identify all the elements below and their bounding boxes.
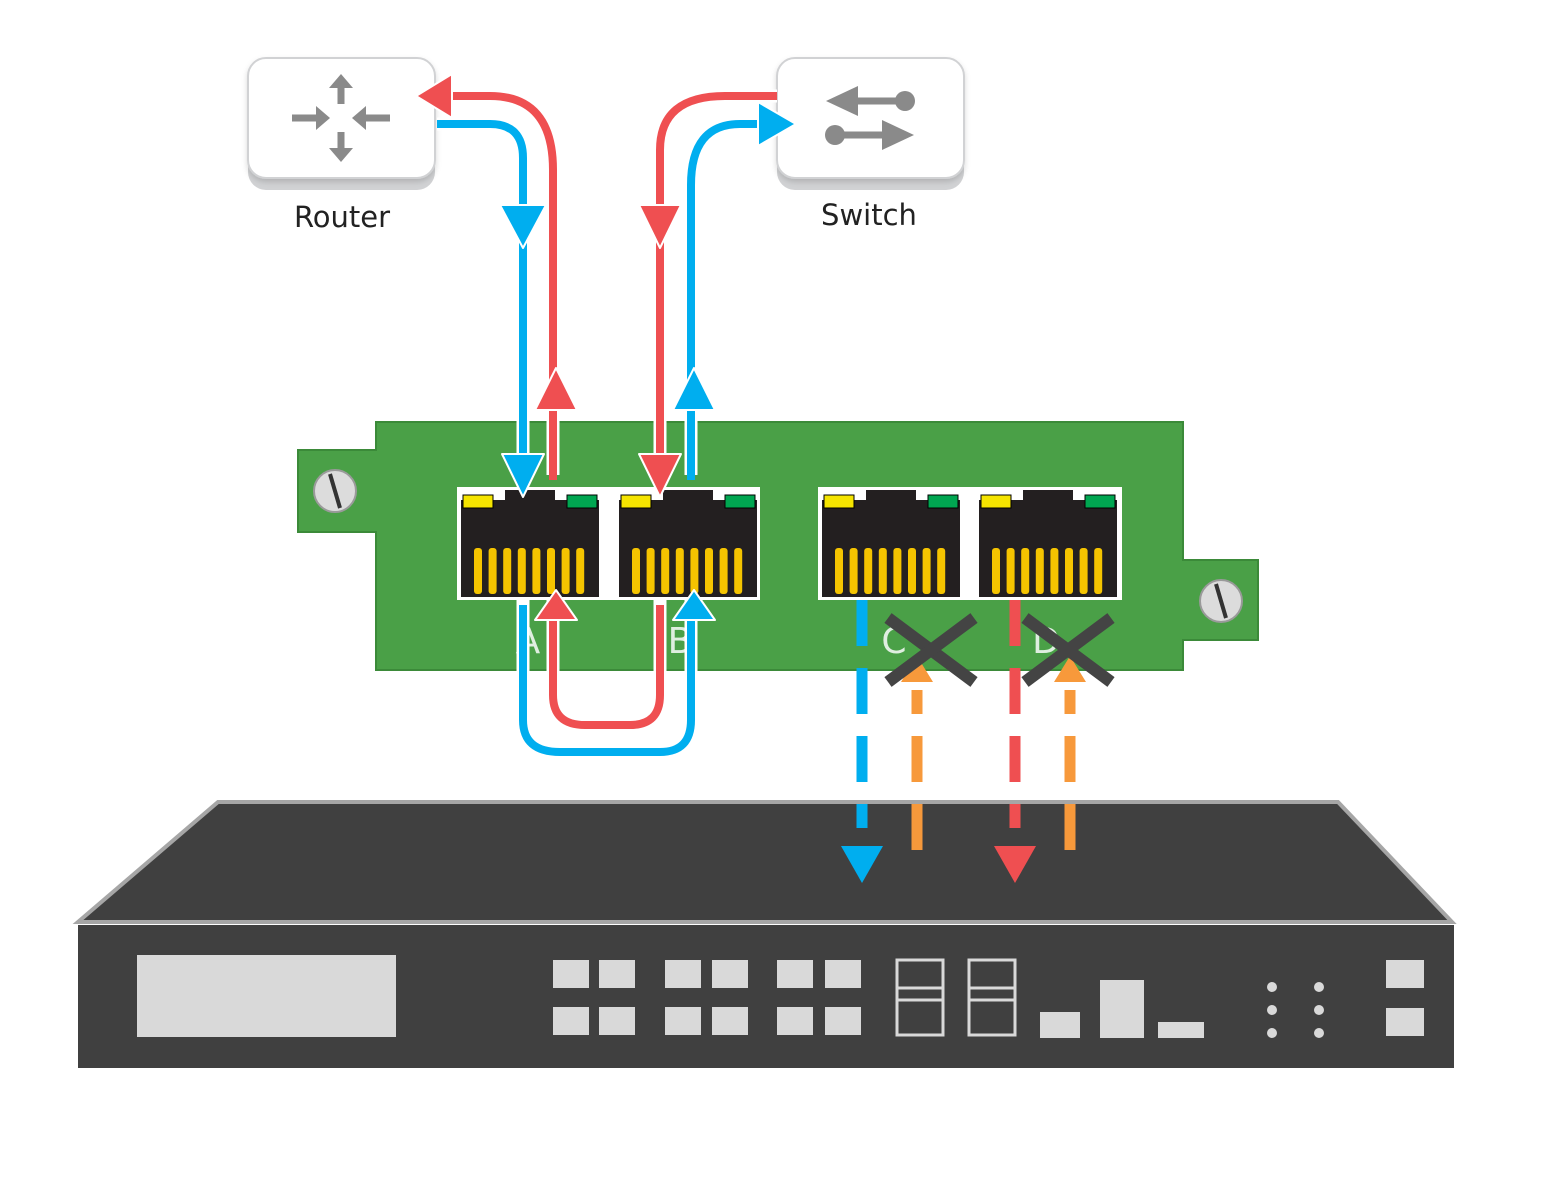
port-pin — [576, 548, 585, 594]
port-pin — [937, 548, 946, 594]
port-pin — [992, 548, 1000, 594]
port-pin — [488, 548, 497, 594]
link-led — [980, 494, 1012, 509]
blocked-cross-c — [884, 613, 978, 687]
orange-up-arrowhead-d — [1054, 656, 1086, 682]
rj45-port-a — [461, 490, 599, 597]
port-pin — [661, 548, 670, 594]
port-pin — [561, 548, 570, 594]
activity-led — [927, 494, 959, 509]
switch-label: Switch — [821, 198, 917, 232]
port-pin — [719, 548, 728, 594]
port-pin — [893, 548, 902, 594]
blue-down-arrowhead — [841, 846, 883, 883]
port-pin — [1094, 548, 1103, 594]
link-led — [823, 494, 855, 509]
bypass-card: A B C D — [297, 421, 1259, 671]
port-pin — [705, 548, 713, 594]
appliance-paths — [841, 600, 1086, 883]
appliance-top — [72, 800, 1457, 924]
appliance-port-grid — [553, 960, 1424, 1038]
red-traffic-path — [446, 92, 777, 729]
port-pin — [864, 548, 873, 594]
rj45-port-c — [822, 490, 960, 597]
switch-icon — [825, 86, 915, 150]
blue-traffic-path — [437, 120, 770, 756]
router-icon — [292, 74, 390, 162]
port-pin — [1006, 548, 1015, 594]
blue-arrowheads — [499, 101, 797, 621]
orange-up-arrowhead-c — [901, 656, 933, 682]
red-down-arrowhead — [994, 846, 1036, 883]
link-led — [620, 494, 652, 509]
traffic-paths — [415, 73, 797, 759]
port-pin — [734, 548, 743, 594]
port-pin — [503, 548, 512, 594]
port-pin — [835, 548, 843, 594]
screw-right — [1199, 579, 1243, 623]
port-pin — [922, 548, 931, 594]
port-pin — [646, 548, 655, 594]
port-pin — [690, 548, 699, 594]
appliance-display — [137, 955, 396, 1037]
router-device: Router — [247, 57, 436, 234]
port-pin — [474, 548, 482, 594]
switch-device: Switch — [776, 57, 965, 232]
port-pin — [632, 548, 640, 594]
activity-led — [724, 494, 756, 509]
network-appliance — [72, 800, 1457, 1068]
port-pin — [908, 548, 916, 594]
rj45-port-b — [619, 490, 757, 597]
activity-led — [566, 494, 598, 509]
port-pin — [878, 548, 887, 594]
port-pin — [1079, 548, 1088, 594]
activity-led — [1084, 494, 1116, 509]
port-pin — [849, 548, 858, 594]
port-pin — [1065, 548, 1073, 594]
router-label: Router — [294, 200, 390, 234]
port-pin — [675, 548, 684, 594]
port-pin — [1035, 548, 1044, 594]
red-arrowheads — [415, 73, 682, 621]
port-pin — [1050, 548, 1059, 594]
port-pin — [1021, 548, 1030, 594]
port-pin — [547, 548, 555, 594]
appliance-sfp-cages — [895, 958, 1017, 1037]
link-led — [462, 494, 494, 509]
port-pin — [532, 548, 541, 594]
port-pin — [517, 548, 526, 594]
rj45-port-d — [979, 490, 1117, 597]
screw-left — [313, 469, 357, 513]
blocked-cross-d — [1021, 613, 1115, 687]
